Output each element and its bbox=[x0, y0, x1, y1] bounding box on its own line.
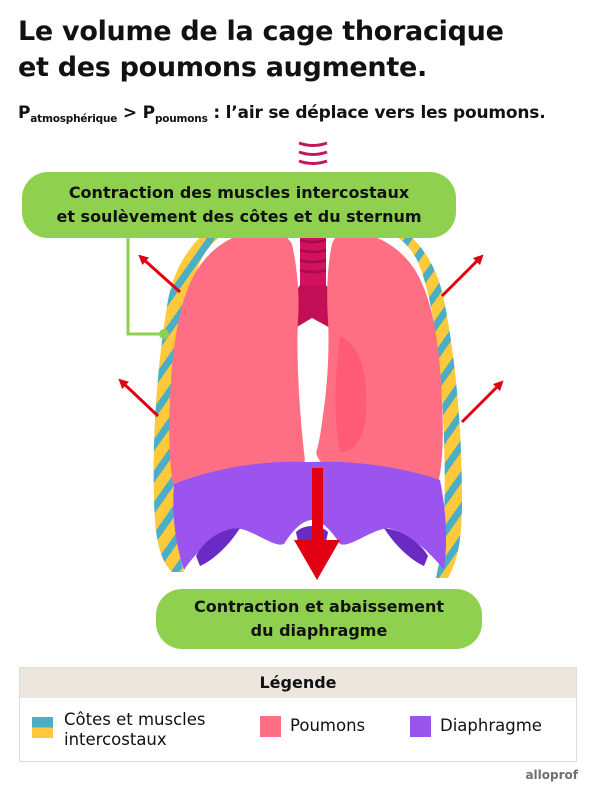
diaphragm-left-fold bbox=[196, 528, 240, 566]
diaphragm-swatch-icon bbox=[410, 716, 431, 737]
pressure-p2-sub: poumons bbox=[154, 113, 208, 125]
legend-title: Légende bbox=[20, 668, 576, 698]
right-lung-inner-lobe bbox=[335, 336, 367, 452]
diaphragm-right-fold bbox=[384, 528, 428, 566]
arrow-diaphragm-down bbox=[294, 468, 340, 580]
legend-ribs-line-2: intercostaux bbox=[64, 730, 167, 749]
ribs-swatch-icon bbox=[32, 717, 53, 738]
pressure-statement: Patmosphérique > Ppoumons : l’air se dép… bbox=[18, 101, 598, 131]
legend-diaphragm-label: Diaphragme bbox=[440, 716, 542, 735]
label-intercostal-contraction: Contraction des muscles intercostaux et … bbox=[22, 172, 456, 238]
pressure-p1: P bbox=[18, 103, 31, 123]
lungs-swatch-icon bbox=[260, 716, 281, 737]
diaphragm bbox=[173, 461, 447, 570]
label-top-line-2: et soulèvement des côtes et du sternum bbox=[56, 207, 422, 226]
trachea-rings-top bbox=[298, 141, 328, 165]
label-diaphragm-contraction: Contraction et abaissement du diaphragme bbox=[156, 589, 482, 649]
label-connector-dot bbox=[159, 329, 169, 339]
legend-ribs-line-1: Côtes et muscles bbox=[64, 710, 206, 729]
pressure-rest: : l’air se déplace vers les poumons. bbox=[213, 103, 546, 123]
rib-cage-right bbox=[350, 208, 462, 578]
brand-logo: alloprof bbox=[525, 768, 578, 782]
legend: Légende Côtes et muscles intercostaux Po… bbox=[19, 667, 577, 762]
title-line-2: et des poumons augmente. bbox=[18, 52, 427, 83]
label-bottom-line-1: Contraction et abaissement bbox=[193, 597, 445, 616]
mediastinum-space bbox=[301, 322, 325, 462]
label-bottom-line-2: du diaphragme bbox=[250, 621, 388, 640]
left-lung bbox=[169, 229, 305, 488]
legend-ribs-label: Côtes et muscles intercostaux bbox=[64, 710, 205, 750]
legend-lungs-label: Poumons bbox=[290, 716, 366, 735]
page-title: Le volume de la cage thoracique et des p… bbox=[18, 14, 588, 86]
trachea-rings bbox=[299, 238, 327, 274]
rib-cage-left bbox=[153, 208, 262, 572]
bronchi bbox=[288, 285, 337, 330]
label-top-line-1: Contraction des muscles intercostaux bbox=[68, 183, 410, 202]
pressure-p1-sub: atmosphérique bbox=[30, 113, 118, 125]
arrow-lower-right bbox=[460, 380, 504, 424]
arrow-lower-left bbox=[118, 378, 160, 418]
label-connector bbox=[126, 236, 164, 336]
pressure-p2: P bbox=[142, 103, 155, 123]
pressure-operator: > bbox=[122, 103, 137, 123]
arrow-upper-left bbox=[138, 254, 182, 294]
arrow-upper-right bbox=[440, 254, 484, 298]
title-line-1: Le volume de la cage thoracique bbox=[18, 16, 504, 47]
